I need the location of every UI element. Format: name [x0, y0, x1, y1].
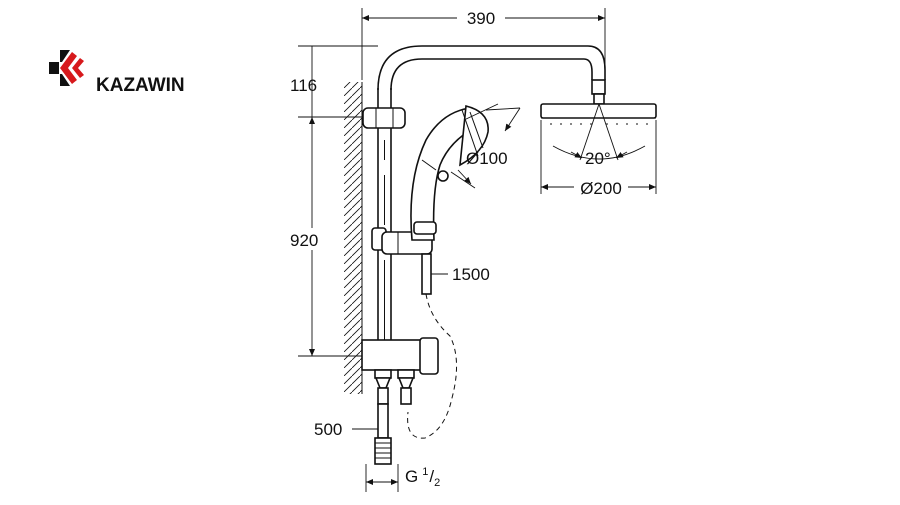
- shower-rail: [377, 88, 392, 345]
- mixer-block: [361, 337, 439, 405]
- thread-slash: /: [429, 467, 434, 486]
- dimension-inlet-length: 500: [314, 420, 378, 439]
- dimension-hand-shower: Ø100: [450, 103, 521, 189]
- brand-name: KAZAWIN: [96, 75, 185, 96]
- arm-length-label: 390: [467, 9, 495, 28]
- overhead-shower-head: [540, 79, 657, 161]
- top-offset-label: 116: [290, 76, 317, 95]
- brand-logo: KAZAWIN: [49, 50, 185, 96]
- inlet-length-label: 500: [314, 420, 342, 439]
- top-wall-bracket: [362, 107, 406, 129]
- thread-numerator: 1: [422, 466, 428, 478]
- dimension-arm-length: 390: [361, 6, 606, 80]
- dimension-hose-length: 1500: [431, 265, 490, 284]
- dimension-head-diameter: Ø200: [540, 120, 657, 198]
- inlet-pipe: [374, 403, 392, 465]
- head-angle-label: 20°: [585, 149, 611, 168]
- wall: [344, 82, 363, 394]
- shower-hose: [407, 293, 458, 439]
- dimension-rail-height: 920: [290, 117, 362, 357]
- kazawin-logo-icon: [49, 50, 84, 86]
- thread-base: G: [405, 467, 418, 486]
- hose-length-label: 1500: [452, 265, 490, 284]
- thread-denominator: 2: [434, 477, 440, 489]
- dimension-top-offset: 116: [290, 45, 378, 118]
- hand-shower-diameter-label: Ø100: [466, 149, 508, 168]
- head-diameter-label: Ø200: [580, 179, 622, 198]
- rail-height-label: 920: [290, 231, 318, 250]
- hand-shower: [410, 104, 489, 241]
- shower-arm: [377, 45, 606, 91]
